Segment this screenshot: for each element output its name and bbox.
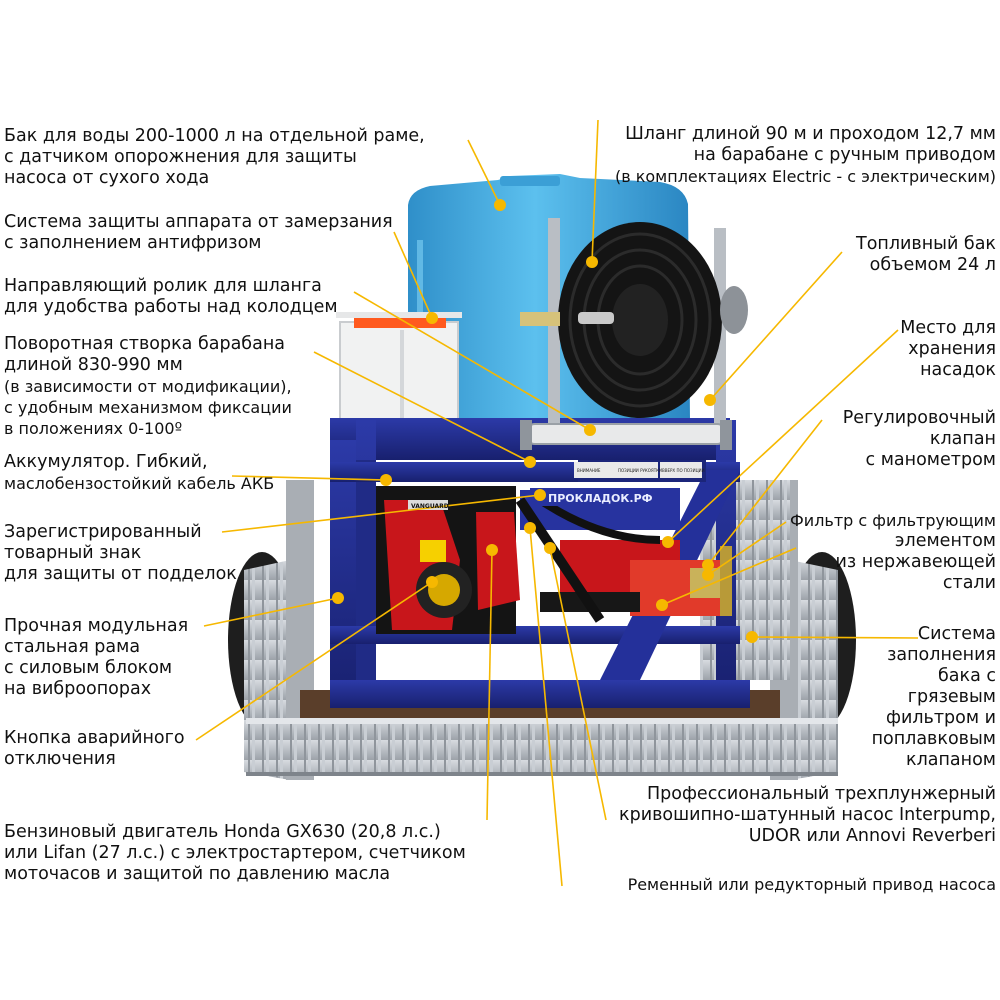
callout-water-tank: Бак для воды 200-1000 л на отдельной рам… xyxy=(4,126,425,189)
callout-line: на виброопорах xyxy=(4,679,152,699)
callout-line: поплавковым xyxy=(871,729,996,749)
callout-line: насоса от сухого хода xyxy=(4,168,210,188)
callout-line: из нержавеющей xyxy=(835,552,996,572)
callout-line: фильтром и xyxy=(886,708,996,728)
callout-line: в положениях 0-100º xyxy=(4,419,183,438)
callout-trademark: Зарегистрированный товарный знак для защ… xyxy=(4,522,237,585)
callout-line: Профессиональный трехплунжерный xyxy=(646,784,996,804)
callout-line: бака с xyxy=(938,666,996,686)
callout-line: заполнения xyxy=(887,645,996,665)
callout-line: объемом 24 л xyxy=(869,255,996,275)
brand-plate-text: ПРОКЛАДОК.РФ xyxy=(548,492,653,505)
callout-line: отключения xyxy=(4,749,116,769)
callout-line: Фильтр с фильтрующим xyxy=(790,511,996,530)
callout-line: Шланг длиной 90 м и проходом 12,7 мм xyxy=(625,124,996,144)
callout-line: с манометром xyxy=(865,450,996,470)
callout-battery: Аккумулятор. Гибкий, маслобензостойкий к… xyxy=(4,452,274,494)
callout-line: стали xyxy=(942,573,996,593)
callout-antifreeze: Система защиты аппарата от замерзания с … xyxy=(4,212,393,254)
callout-control-valve: Регулировочный клапан с манометром xyxy=(843,408,996,471)
callout-filter: Фильтр с фильтрующим элементом из нержав… xyxy=(790,510,996,594)
callout-line: на барабане с ручным приводом xyxy=(693,145,996,165)
callout-frame: Прочная модульная стальная рама с силовы… xyxy=(4,616,188,700)
callout-line: или Lifan (27 л.с.) с электростартером, … xyxy=(4,843,466,863)
pump-unit xyxy=(515,496,732,623)
engine-plate-text: VANGUARD xyxy=(411,503,449,510)
callout-line: для защиты от подделок xyxy=(4,564,237,584)
callout-line: для удобства работы над колодцем xyxy=(4,297,338,317)
leader-lines xyxy=(195,119,919,887)
callout-line: с датчиком опорожнения для защиты xyxy=(4,147,357,167)
callout-line: с силовым блоком xyxy=(4,658,173,678)
callout-line: Аккумулятор. Гибкий, xyxy=(4,452,208,472)
hose-reel xyxy=(520,218,748,438)
callout-line: Поворотная створка барабана xyxy=(4,334,285,354)
callout-line: грязевым xyxy=(907,687,996,707)
callout-pump: Профессиональный трехплунжерный кривошип… xyxy=(619,784,996,847)
callout-drive: Ременный или редукторный привод насоса xyxy=(628,874,996,895)
callout-line: Прочная модульная xyxy=(4,616,189,636)
callout-line: Регулировочный xyxy=(842,408,996,428)
leader-dots xyxy=(332,199,758,643)
callout-line: длиной 830-990 мм xyxy=(4,355,183,375)
callout-line: Ременный или редукторный привод насоса xyxy=(627,875,996,894)
callout-line: хранения xyxy=(908,339,996,359)
callout-line: Система xyxy=(917,624,996,644)
callout-line: моточасов и защитой по давлению масла xyxy=(4,864,391,884)
guide-roller xyxy=(520,420,732,450)
callout-line: Бензиновый двигатель Honda GX630 (20,8 л… xyxy=(4,822,441,842)
callout-line: клапаном xyxy=(906,750,996,770)
callout-line: Бак для воды 200-1000 л на отдельной рам… xyxy=(4,126,425,146)
callout-fill-system: Система заполнения бака с грязевым фильт… xyxy=(872,624,996,771)
callout-line: Система защиты аппарата от замерзания xyxy=(4,212,393,232)
callout-engine: Бензиновый двигатель Honda GX630 (20,8 л… xyxy=(4,822,466,885)
callout-line: стальная рама xyxy=(4,637,141,657)
callout-fuel-tank: Топливный бак объемом 24 л xyxy=(856,234,996,276)
callout-line: клапан xyxy=(929,429,996,449)
callout-line: насадок xyxy=(920,360,996,380)
plate-2-text: ПОЗИЦИИ РУКОЯТКИ xyxy=(618,468,662,473)
callout-line: (в зависимости от модификации), xyxy=(4,377,292,396)
callout-line: кривошипно-шатунный насос Interpump, xyxy=(619,805,996,825)
callout-guide-roller: Направляющий ролик для шланга для удобст… xyxy=(4,276,338,318)
callout-line: элементом xyxy=(894,531,996,551)
callout-emergency: Кнопка аварийного отключения xyxy=(4,728,185,770)
callout-line: (в комплектациях Electric - с электричес… xyxy=(614,167,996,186)
callout-hose: Шланг длиной 90 м и проходом 12,7 мм на … xyxy=(615,124,996,187)
callout-line: товарный знак xyxy=(4,543,142,563)
callout-line: Топливный бак xyxy=(856,234,996,254)
antifreeze-canister xyxy=(336,312,462,431)
callout-line: Место для xyxy=(900,318,996,338)
callout-line: Зарегистрированный xyxy=(4,522,202,542)
callout-rotary-door: Поворотная створка барабана длиной 830-9… xyxy=(4,334,292,439)
callout-line: с удобным механизмом фиксации xyxy=(4,398,292,417)
plate-1-text: ВНИМАНИЕ xyxy=(577,468,601,473)
plate-3-text: ВВЕРХ ПО ПОЗИЦИИ xyxy=(662,468,705,473)
frame-plates xyxy=(530,462,702,506)
callout-nozzle-storage: Место для хранения насадок xyxy=(900,318,996,381)
callout-line: UDOR или Annovi Reverberi xyxy=(748,826,996,846)
callout-line: Направляющий ролик для шланга xyxy=(4,276,322,296)
callout-line: маслобензостойкий кабель АКБ xyxy=(4,474,275,493)
callout-line: Кнопка аварийного xyxy=(4,728,185,748)
callout-line: с заполнением антифризом xyxy=(4,233,262,253)
